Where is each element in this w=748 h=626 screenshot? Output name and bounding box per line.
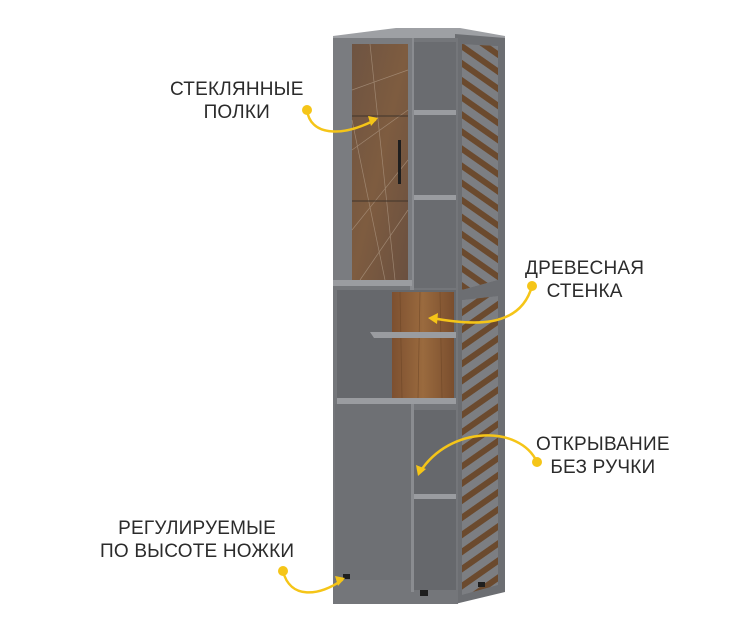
- arrow-legs: [281, 569, 344, 594]
- arrow-wood-wall: [430, 284, 534, 324]
- side-panel-lattice: [455, 34, 505, 604]
- callout-glass-shelves: СТЕКЛЯННЫЕ ПОЛКИ: [170, 78, 304, 124]
- dot-handleless: [532, 457, 542, 467]
- callout-line: БЕЗ РУЧКИ: [550, 457, 656, 478]
- arrow-glass-shelves: [305, 108, 377, 133]
- callout-line: ПОЛКИ: [203, 102, 270, 123]
- lower-door: [335, 404, 456, 592]
- arrow-handleless: [418, 434, 539, 474]
- callout-handleless-opening: ОТКРЫВАНИЕ БЕЗ РУЧКИ: [536, 433, 670, 479]
- dot-legs: [278, 566, 288, 576]
- dot-glass-shelves: [302, 105, 312, 115]
- callout-line: ПО ВЫСОТЕ НОЖКИ: [100, 541, 295, 562]
- adjustable-legs: [343, 574, 485, 596]
- callout-line: СТЕНКА: [546, 281, 623, 302]
- glass-door: [333, 38, 412, 286]
- callout-line: ОТКРЫВАНИЕ: [536, 434, 670, 455]
- dot-wood-wall: [527, 281, 537, 291]
- callout-wood-wall: ДРЕВЕСНАЯ СТЕНКА: [525, 257, 644, 303]
- callout-line: СТЕКЛЯННЫЕ: [170, 79, 304, 100]
- wood-back-wall: [392, 292, 454, 398]
- callout-line: РЕГУЛИРУЕМЫЕ: [118, 518, 277, 539]
- door-handle: [398, 140, 401, 184]
- open-shelf-section: [337, 290, 456, 404]
- callout-line: ДРЕВЕСНАЯ: [525, 258, 645, 279]
- callout-adjustable-legs: РЕГУЛИРУЕМЫЕ ПО ВЫСОТЕ НОЖКИ: [100, 517, 294, 563]
